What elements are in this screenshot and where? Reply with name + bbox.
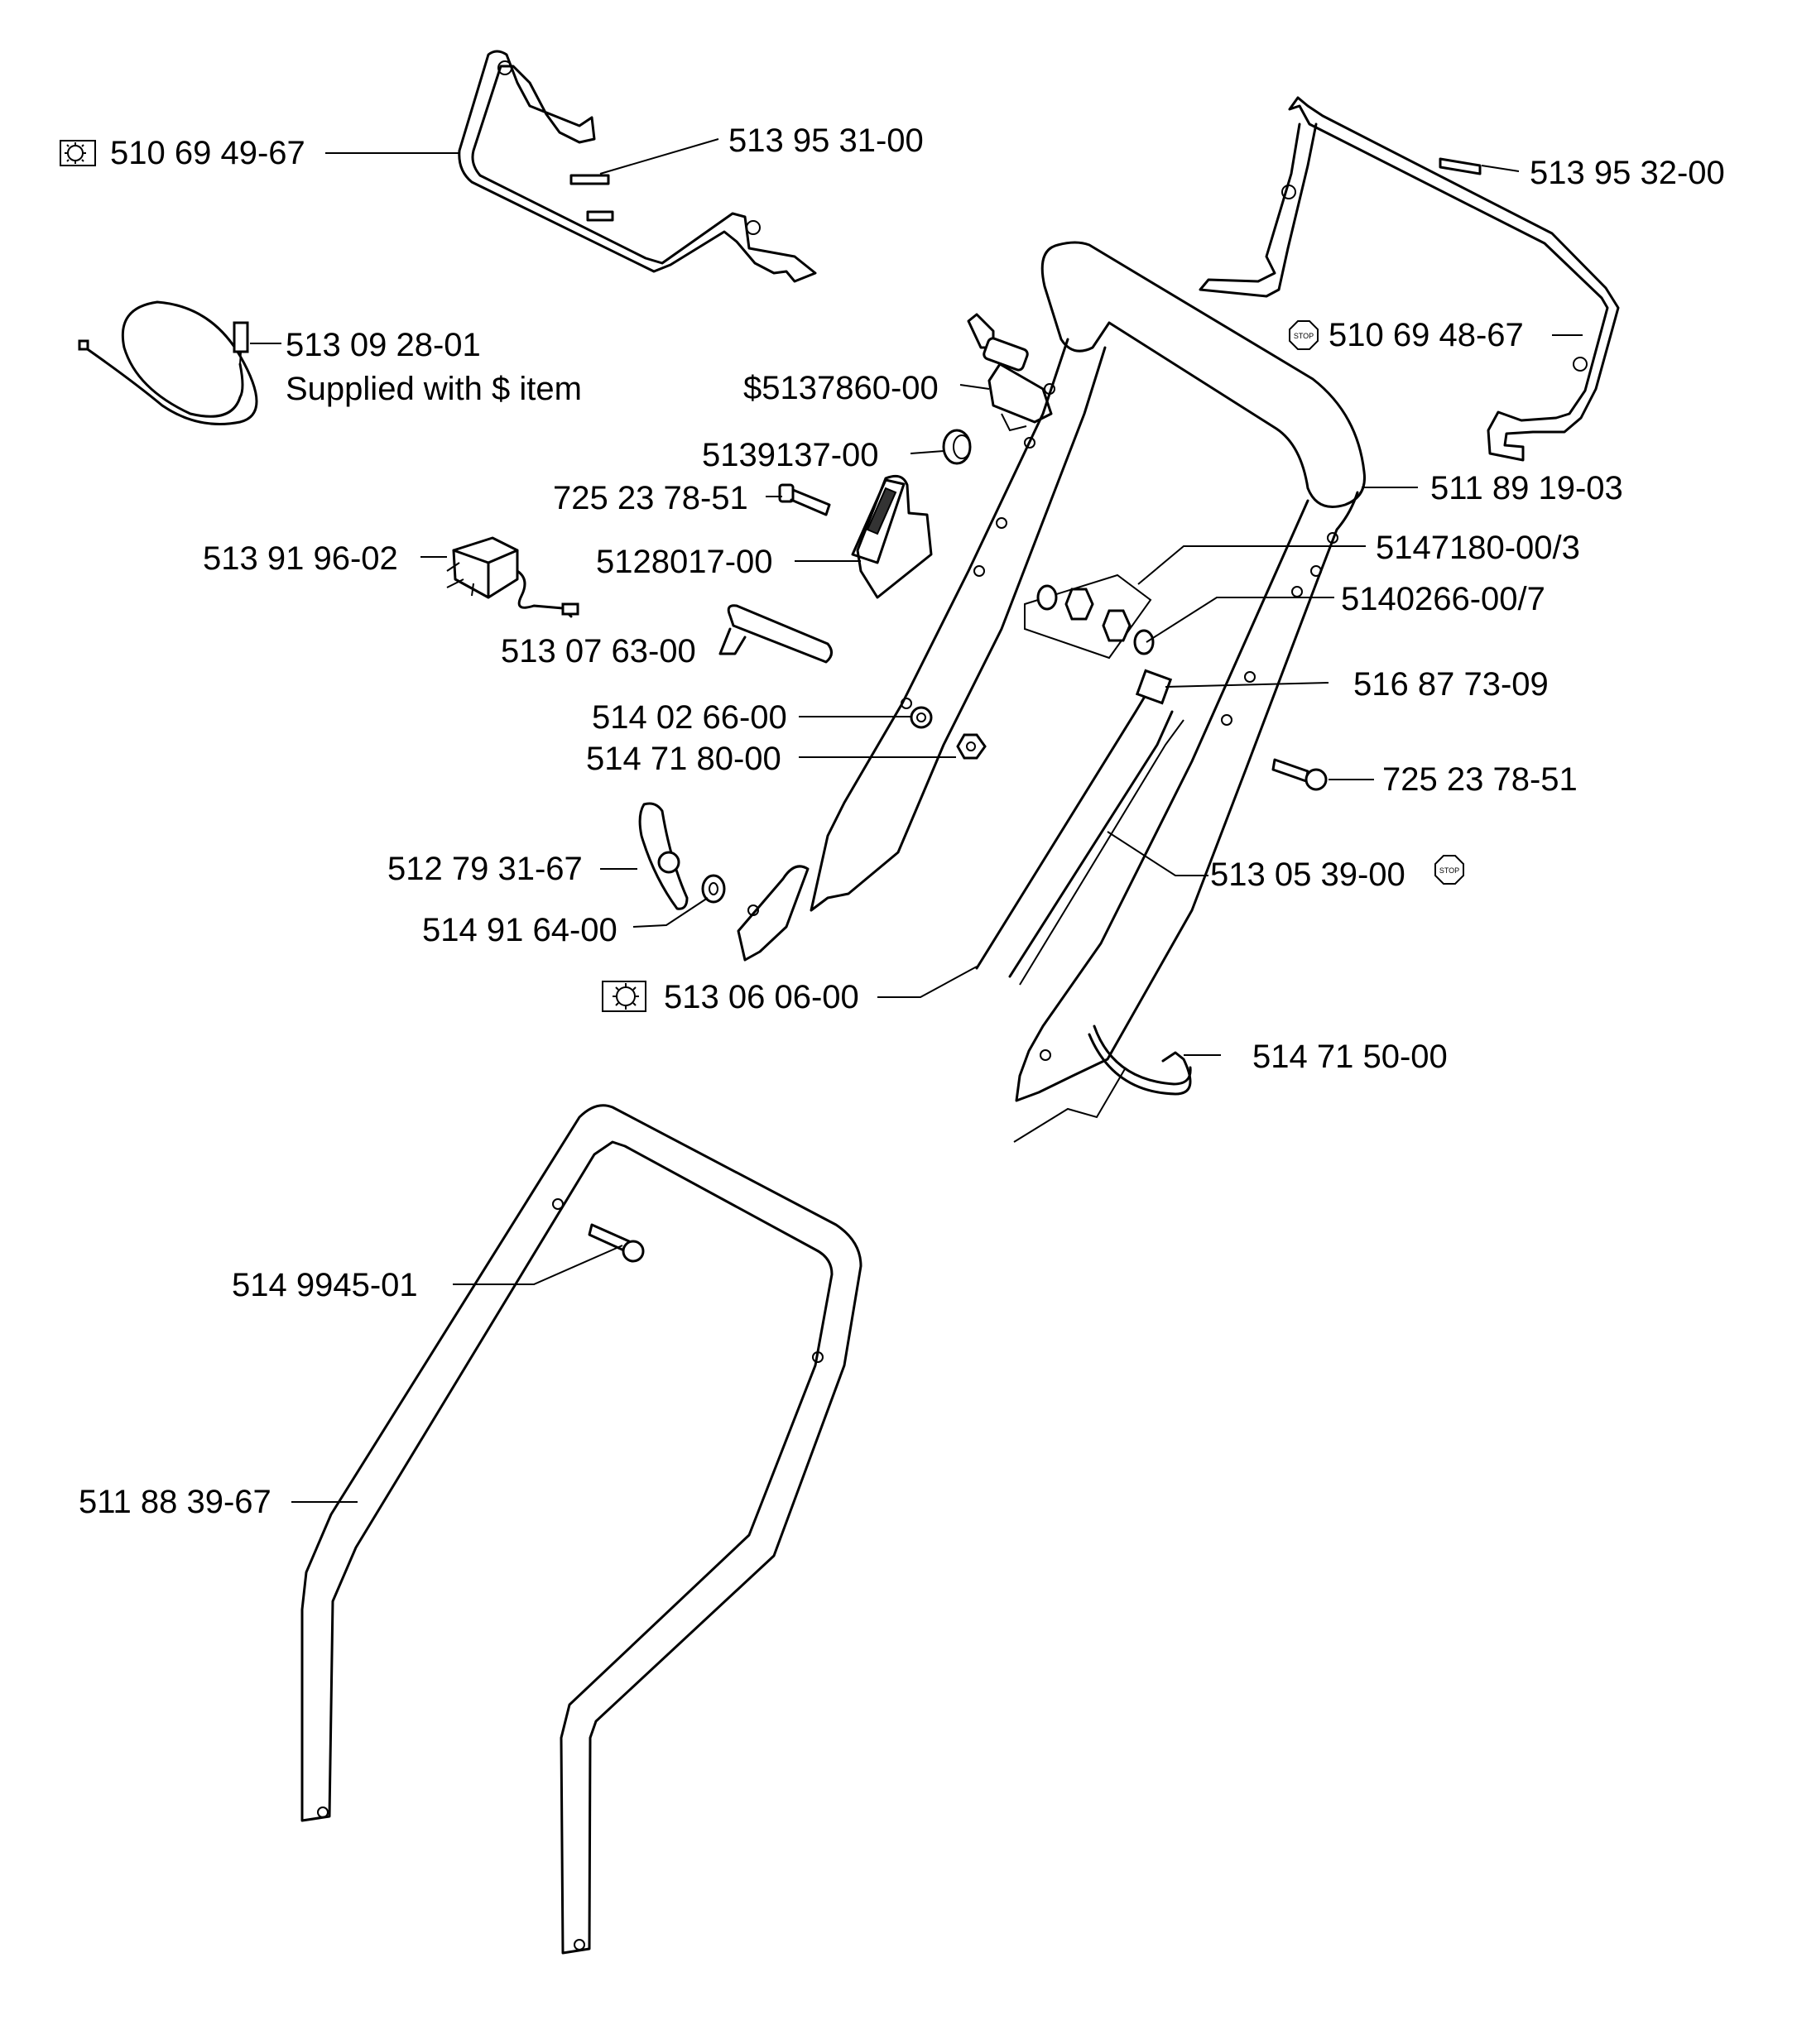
stop-sign-icon-2: STOP [1434, 855, 1464, 885]
label-516877309[interactable]: 516 87 73-09 [1353, 666, 1549, 703]
screw-upper[interactable] [778, 483, 831, 516]
carriage-bolt[interactable] [588, 1223, 645, 1263]
stop-text: STOP [1294, 332, 1314, 340]
handle-knob[interactable] [638, 802, 689, 910]
label-72523785-upper[interactable]: 725 23 78-51 [553, 480, 748, 516]
label-514026600[interactable]: 514 02 66-00 [592, 699, 787, 736]
label-511883967[interactable]: 511 88 39-67 [79, 1484, 271, 1520]
power-cord[interactable] [78, 300, 258, 425]
label-5139137[interactable]: 5139137-00 [702, 437, 879, 473]
switch-housing[interactable] [851, 474, 933, 599]
label-514994501[interactable]: 514 9945-01 [232, 1267, 418, 1303]
label-513060600[interactable]: 513 06 06-00 [664, 979, 859, 1015]
cable-tie[interactable] [1088, 1024, 1192, 1096]
label-510694867[interactable]: 510 69 48-67 [1329, 317, 1524, 353]
label-511891903[interactable]: 511 89 19-03 [1430, 470, 1623, 506]
nut-1[interactable] [956, 733, 987, 760]
stop-sign-icon: STOP [1289, 320, 1319, 350]
ignition-switch[interactable] [967, 313, 1053, 432]
label-510694967[interactable]: 510 69 49-67 [110, 135, 305, 171]
label-514916400[interactable]: 514 91 64-00 [422, 912, 617, 948]
label-514718000[interactable]: 514 71 80-00 [586, 741, 781, 777]
label-513953200[interactable]: 513 95 32-00 [1530, 155, 1725, 191]
label-5147180[interactable]: 5147180-00/3 [1376, 530, 1580, 566]
warning-label-left [569, 174, 614, 222]
grommet[interactable] [942, 429, 972, 465]
label-513919602[interactable]: 513 91 96-02 [203, 540, 398, 577]
bolt-long[interactable] [718, 604, 833, 664]
stop-text-2: STOP [1439, 866, 1459, 875]
washer-1[interactable] [910, 706, 933, 729]
bail-wire-left[interactable] [458, 50, 817, 283]
nut-washer-set[interactable] [1024, 573, 1155, 660]
label-513053900[interactable]: 513 05 39-00 [1210, 856, 1405, 893]
label-72523785-lower[interactable]: 725 23 78-51 [1382, 761, 1578, 798]
control-cable[interactable] [975, 669, 1184, 986]
battery-charger[interactable] [446, 536, 579, 618]
washer-2[interactable] [701, 874, 726, 904]
label-5137860[interactable]: $5137860-00 [743, 370, 939, 406]
lower-handle[interactable] [300, 1104, 862, 1955]
label-513953100[interactable]: 513 95 31-00 [728, 122, 924, 159]
part-labels: 510 69 49-67 513 95 31-00 513 95 32-00 5… [79, 122, 1725, 1520]
label-5140266[interactable]: 5140266-00/7 [1341, 581, 1545, 617]
leader-lines [250, 138, 1583, 1503]
screw-lower[interactable] [1271, 758, 1328, 791]
light-symbol-icon [60, 140, 96, 166]
label-5128017[interactable]: 5128017-00 [596, 544, 773, 580]
warning-label-right [1439, 157, 1482, 175]
label-supplied-note: Supplied with $ item [286, 371, 582, 407]
bail-wire-right[interactable] [1199, 96, 1620, 462]
upper-handle[interactable] [737, 241, 1367, 1143]
label-514715000[interactable]: 514 71 50-00 [1252, 1039, 1448, 1075]
label-512793167[interactable]: 512 79 31-67 [387, 851, 583, 887]
light-symbol-icon-2 [602, 981, 646, 1012]
label-513092801[interactable]: 513 09 28-01 [286, 327, 481, 363]
label-513076300[interactable]: 513 07 63-00 [501, 633, 696, 669]
